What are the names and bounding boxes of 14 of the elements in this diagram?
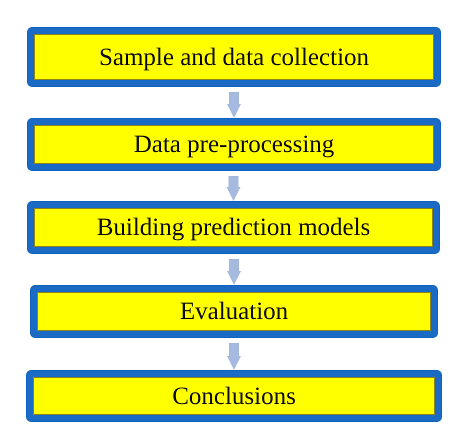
block-arrow bbox=[227, 259, 241, 285]
block-arrow bbox=[227, 92, 241, 118]
process-box bbox=[27, 201, 440, 254]
block-arrow bbox=[226, 176, 240, 201]
step-label: Sample and data collection bbox=[98, 44, 370, 70]
step-label: Building prediction models bbox=[96, 215, 370, 240]
step-label: Data pre-processing bbox=[134, 132, 334, 157]
step-label: Conclusions bbox=[172, 384, 296, 408]
step-label: Evaluation bbox=[180, 299, 288, 324]
process-box bbox=[27, 118, 441, 171]
process-box bbox=[30, 285, 438, 338]
process-box bbox=[27, 27, 441, 87]
block-arrow bbox=[227, 343, 241, 370]
process-box bbox=[26, 370, 442, 422]
